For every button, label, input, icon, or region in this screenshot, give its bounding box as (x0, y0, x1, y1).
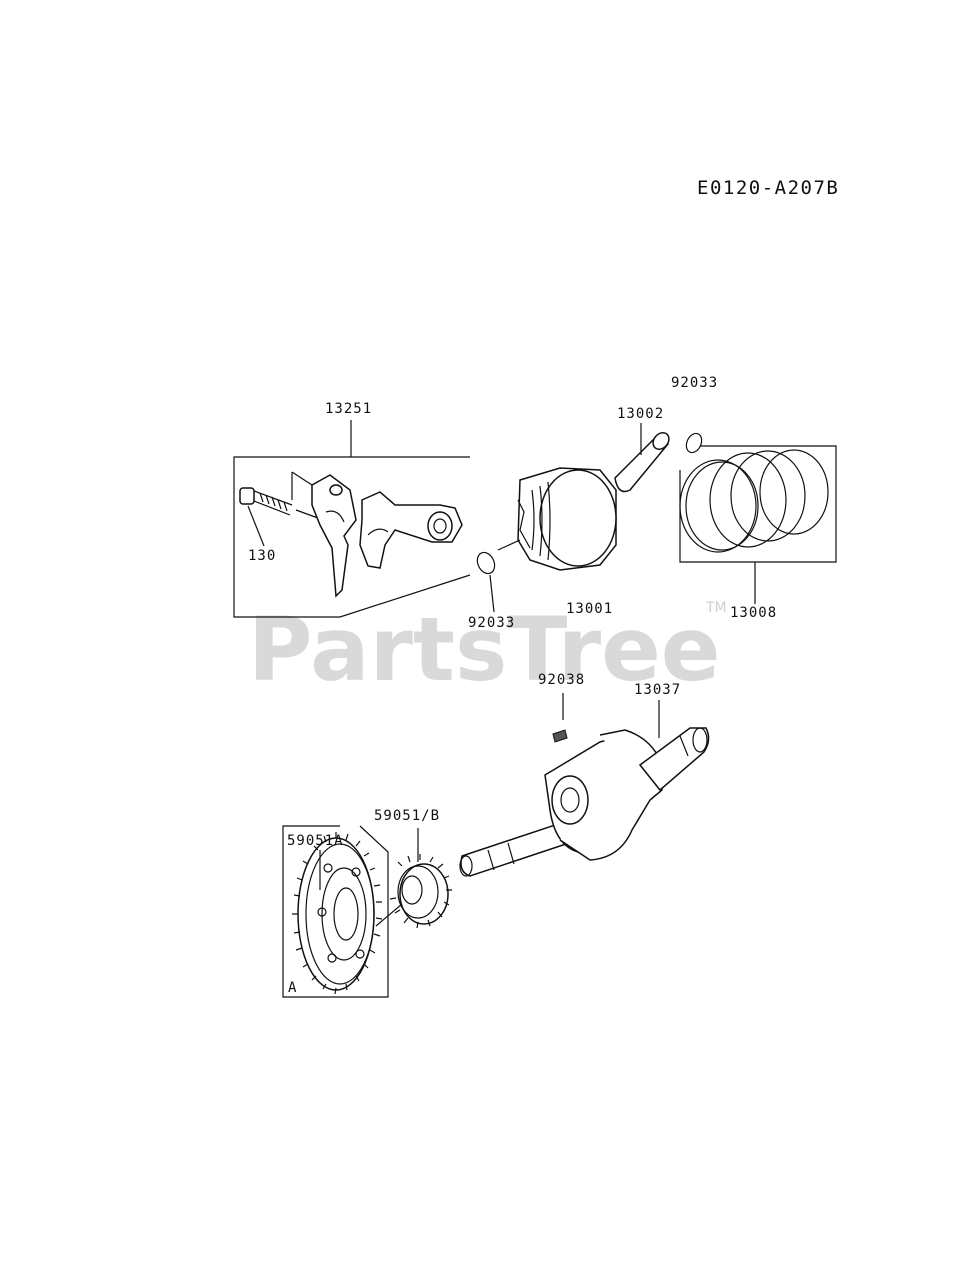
label-92033-left: 92033 (468, 615, 515, 631)
label-13002: 13002 (617, 406, 664, 422)
label-130: 130 (248, 548, 276, 564)
piston-pin[interactable] (614, 423, 672, 493)
label-13001: 13001 (566, 601, 613, 617)
watermark-logo: PartsTree (248, 598, 720, 701)
diagram-code: E0120-A207B (697, 177, 839, 199)
label-box-a: A (288, 980, 297, 996)
connecting-rod[interactable] (359, 491, 463, 569)
label-13037: 13037 (634, 682, 681, 698)
piston[interactable] (497, 467, 617, 571)
label-13008: 13008 (730, 605, 777, 621)
label-92038: 92038 (538, 672, 585, 688)
crankshaft-gear[interactable] (389, 828, 452, 929)
camshaft-gear-assembly[interactable] (282, 825, 403, 998)
crankshaft-key[interactable] (552, 693, 568, 743)
piston-pin-snap-ring-top[interactable] (683, 400, 704, 455)
piston-ring-set[interactable] (679, 445, 837, 604)
label-59051a: 59051A (287, 833, 344, 849)
label-59051b: 59051/B (374, 808, 440, 824)
crankshaft[interactable] (459, 700, 710, 877)
connecting-rod-assembly[interactable] (233, 420, 471, 618)
connecting-rod-cap[interactable] (291, 471, 357, 598)
connecting-rod-bolt[interactable] (239, 487, 319, 519)
label-92033-top: 92033 (671, 375, 718, 391)
piston-pin-snap-ring-left[interactable] (474, 550, 498, 613)
label-13251: 13251 (325, 401, 372, 417)
watermark-trademark: TM (705, 600, 727, 616)
